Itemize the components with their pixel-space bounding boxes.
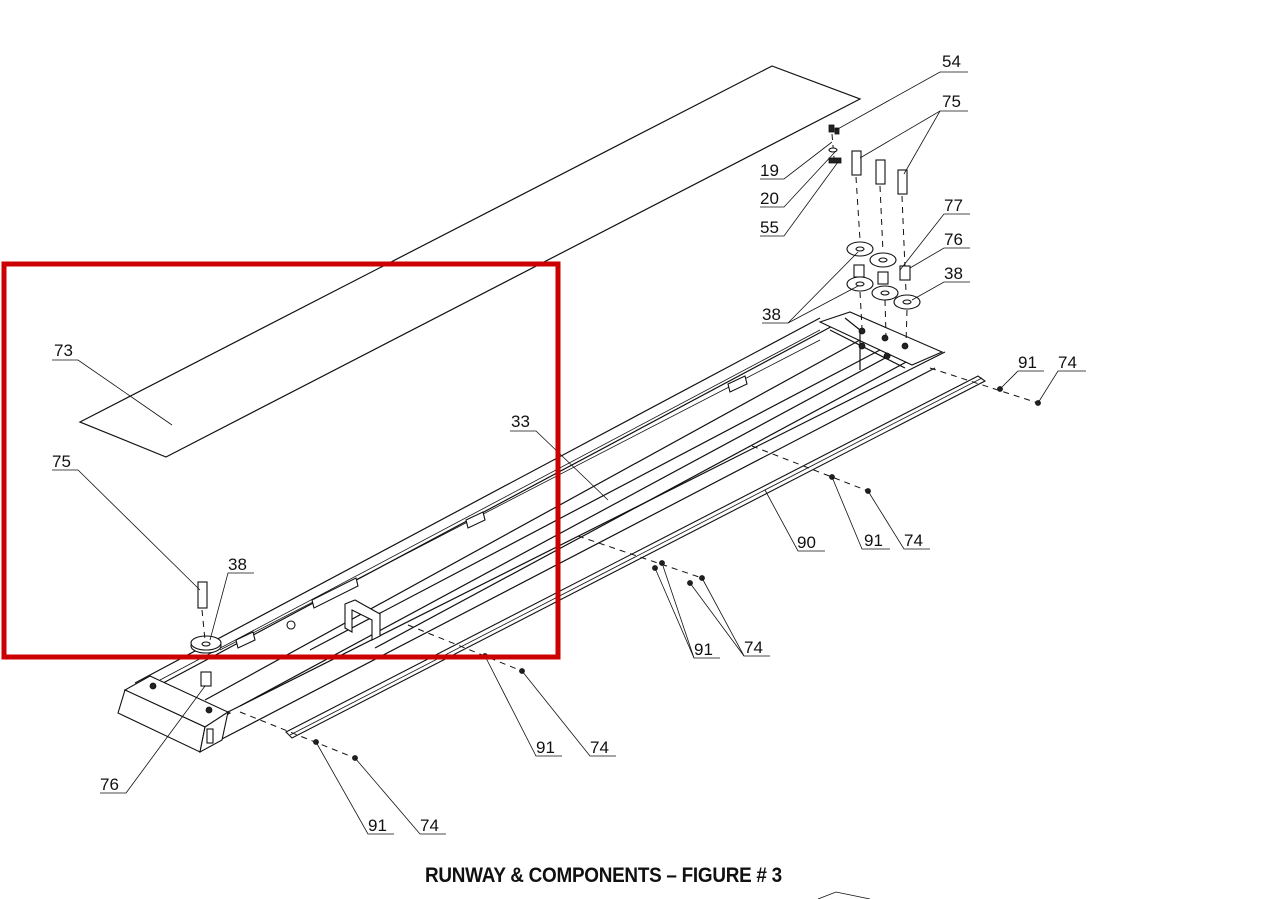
callout-54: 54 [942,52,961,71]
runway-body [117,311,987,754]
fastener-lines [239,367,1041,761]
callout-75: 75 [52,452,71,471]
callout-38: 38 [944,264,963,283]
leader-lines [52,71,1086,835]
callout-91: 91 [536,738,555,757]
callout-33: 33 [511,412,530,431]
callout-74: 74 [420,816,439,835]
callout-74: 74 [744,638,763,657]
callout-labels: 54 75 19 20 55 77 76 38 38 91 74 73 33 7… [52,52,1077,835]
callout-77: 77 [944,196,963,215]
callout-75: 75 [942,92,961,111]
callout-90: 90 [797,533,816,552]
callout-74: 74 [590,738,609,757]
callout-76: 76 [100,775,119,794]
cover-plate [78,65,862,458]
highlight-box [1,261,561,660]
callout-91: 91 [694,640,713,659]
callout-74: 74 [904,531,923,550]
callout-91: 91 [368,816,387,835]
callout-91: 91 [864,531,883,550]
callout-20: 20 [760,189,779,208]
front-pulley-assembly [190,581,222,687]
callout-19: 19 [760,161,779,180]
callout-76: 76 [944,230,963,249]
rear-pulley-assembly [828,124,921,345]
callout-91: 91 [1018,353,1037,372]
callout-55: 55 [760,218,779,237]
callout-74: 74 [1058,353,1077,372]
callout-38: 38 [228,555,247,574]
callout-73: 73 [54,341,73,360]
callout-38: 38 [762,305,781,324]
figure-caption: RUNWAY & COMPONENTS – FIGURE # 3 [425,864,782,887]
